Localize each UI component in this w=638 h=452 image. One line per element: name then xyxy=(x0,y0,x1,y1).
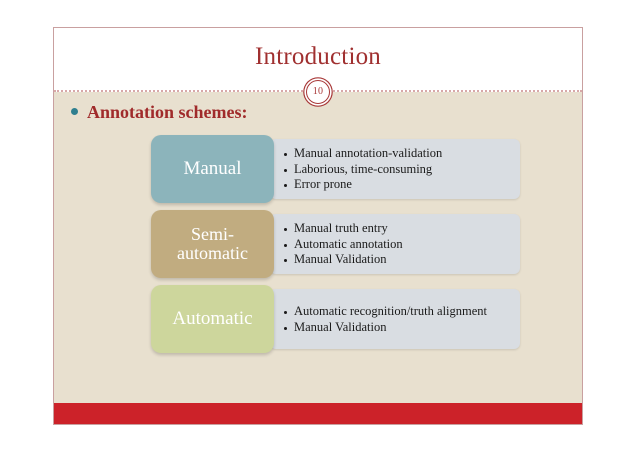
list-item: Manual Validation xyxy=(284,320,512,335)
scheme-label-manual-text: Manual xyxy=(183,158,242,180)
list-item-text: Manual Validation xyxy=(294,252,387,267)
scheme-row-automatic: Automatic Automatic recognition/truth al… xyxy=(151,285,520,353)
list-bullet-icon xyxy=(284,259,287,263)
list-bullet-icon xyxy=(284,168,287,172)
list-bullet-icon xyxy=(284,326,287,330)
list-bullet-icon xyxy=(284,243,287,247)
list-item: Manual annotation-validation xyxy=(284,146,512,161)
slide-body: Annotation schemes: Manual Manual annota… xyxy=(54,92,582,424)
list-bullet-icon xyxy=(284,184,287,188)
list-item: Error prone xyxy=(284,177,512,192)
page-number-value: 10 xyxy=(312,86,324,97)
list-item-text: Error prone xyxy=(294,177,352,192)
list-item-text: Automatic annotation xyxy=(294,236,403,251)
list-item-text: Laborious, time-consuming xyxy=(294,161,433,176)
scheme-row-semi-automatic: Semi- automatic Manual truth entry Autom… xyxy=(151,210,520,278)
scheme-label-automatic[interactable]: Automatic xyxy=(151,285,274,353)
scheme-label-line-2: automatic xyxy=(177,243,248,263)
scheme-detail-automatic: Automatic recognition/truth alignment Ma… xyxy=(270,289,520,349)
scheme-label-line-1: Semi- xyxy=(190,224,234,245)
list-bullet-icon xyxy=(284,310,287,314)
list-item-text: Manual annotation-validation xyxy=(294,145,443,160)
scheme-row-manual: Manual Manual annotation-validation Labo… xyxy=(151,135,520,203)
page-title: Introduction xyxy=(255,43,381,70)
list-item-text: Manual truth entry xyxy=(294,220,388,235)
scheme-detail-semi-automatic: Manual truth entry Automatic annotation … xyxy=(270,214,520,274)
list-item-text: Manual Validation xyxy=(294,319,387,334)
heading-bullet-line: Annotation schemes: xyxy=(71,103,248,121)
list-bullet-icon xyxy=(284,227,287,231)
presentation-slide: Introduction 10 Annotation schemes: Manu… xyxy=(53,27,583,425)
list-item-text: Automatic recognition/truth alignment xyxy=(294,303,488,318)
scheme-label-automatic-text: Automatic xyxy=(172,308,253,330)
scheme-label-semi-automatic-text: Semi- automatic xyxy=(173,225,252,263)
scheme-label-manual[interactable]: Manual xyxy=(151,135,274,203)
list-item: Manual truth entry xyxy=(284,221,512,236)
list-item: Manual Validation xyxy=(284,252,512,267)
heading-bullet-label: Annotation schemes: xyxy=(87,102,248,122)
list-bullet-icon xyxy=(284,152,287,156)
list-item: Automatic recognition/truth alignment xyxy=(284,304,512,319)
list-item: Automatic annotation xyxy=(284,237,512,252)
scheme-detail-manual: Manual annotation-validation Laborious, … xyxy=(270,139,520,199)
bullet-dot-icon xyxy=(71,108,78,115)
footer-accent-bar xyxy=(54,403,582,424)
title-zone: Introduction xyxy=(54,28,582,90)
page-number-badge: 10 xyxy=(306,80,330,104)
scheme-label-semi-automatic[interactable]: Semi- automatic xyxy=(151,210,274,278)
list-item: Laborious, time-consuming xyxy=(284,162,512,177)
annotation-scheme-diagram: Manual Manual annotation-validation Labo… xyxy=(151,135,520,353)
